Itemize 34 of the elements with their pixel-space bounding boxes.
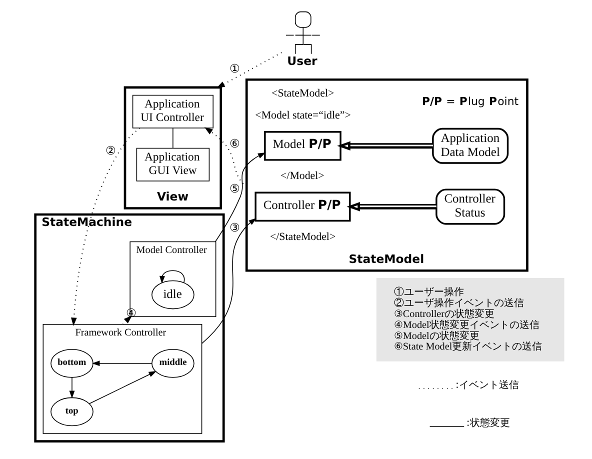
connector [172,128,173,148]
label: <Model state=“idle”> [254,109,350,122]
label: <StateModel> [271,88,334,100]
label: P/P = Plug Point [422,95,518,108]
edge-label: ⑤ [228,182,240,196]
arrow [200,218,256,344]
arrow [214,152,266,242]
edge-label: ① [228,62,240,76]
edge-label: ③ [228,220,240,235]
arrow [158,270,184,284]
node-box: Application UI Controller [132,94,213,128]
label: </Model> [280,170,324,182]
node-box: Application GUI View [136,148,210,182]
legend-label: :状態変更 [466,418,510,430]
arrow [88,370,156,404]
legend-label: :イベント送信 [455,380,518,391]
edge-label: ② [105,143,116,158]
node-box: ①ユーザー操作 ②ユーザ操作イベントの送信 ③Controllerの状態変更 ④Model状態変更イベントの送信 ⑤Modelの状態変更 ⑥State Model更新イベントの送信 [376,278,564,362]
arrow [68,377,74,399]
node-ellipse: top [50,397,93,426]
node-ellipse: bottom [50,348,93,378]
node-ellipse: middle [151,348,194,378]
edge-label: ⑥ [228,136,240,150]
arrow [91,360,152,366]
node-box: Model P/P [264,131,341,161]
node-box: Controller Status [435,188,505,225]
arrow [336,141,432,151]
arrow [346,202,436,212]
node-ellipse: idle [151,280,194,310]
node-label: User [286,54,317,68]
node-box: Application Data Model [432,128,508,164]
node-box: Controller P/P [254,192,350,222]
arrow [216,52,282,88]
label: </StateModel> [269,230,336,243]
